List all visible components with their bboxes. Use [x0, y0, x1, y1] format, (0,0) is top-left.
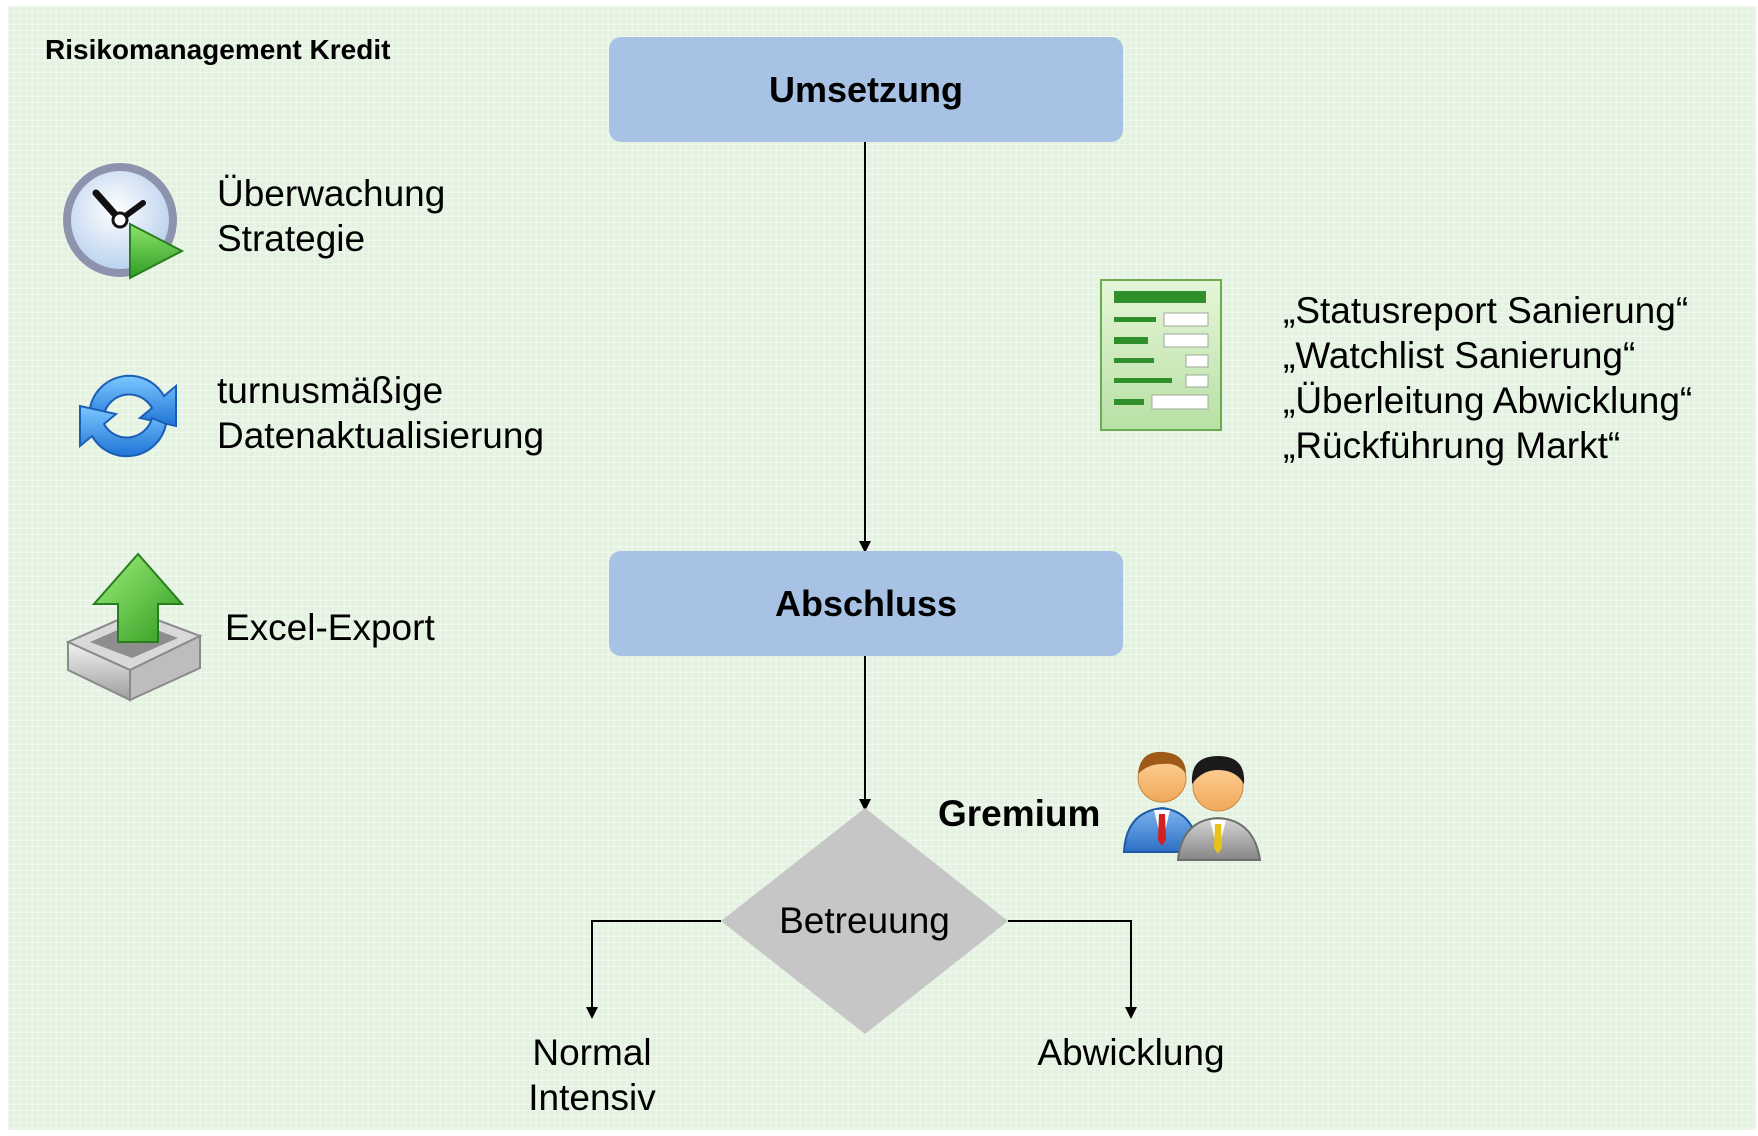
upload-tray-icon [66, 550, 202, 706]
decision-diamond [721, 808, 1008, 1034]
decision-label: Betreuung [779, 900, 950, 941]
people-icon [1122, 740, 1264, 862]
outcome-normal-intensiv: Normal Intensiv [492, 1030, 692, 1120]
report-item: „Watchlist Sanierung“ [1283, 335, 1636, 376]
step-umsetzung-label: Umsetzung [768, 68, 963, 110]
feature-excel-export: Excel-Export [225, 605, 435, 650]
outcome-normal: Normal [532, 1032, 652, 1073]
feature-datenaktualisierung: turnusmäßige Datenaktualisierung [217, 368, 544, 458]
committee-label: Gremium [938, 793, 1101, 834]
feature-ueberwachung-line2: Strategie [217, 218, 366, 259]
refresh-icon [68, 356, 188, 476]
outcome-intensiv: Intensiv [528, 1077, 656, 1118]
report-list: „Statusreport Sanierung“ „Watchlist Sani… [1283, 288, 1692, 468]
outcome-abwicklung: Abwicklung [1037, 1032, 1225, 1073]
page-title: Risikomanagement Kredit [45, 34, 391, 65]
clock-play-icon [60, 160, 186, 286]
report-form-icon [1100, 279, 1222, 431]
step-umsetzung[interactable]: Umsetzung [609, 37, 1123, 142]
connector-betreuung-right [1008, 920, 1137, 1019]
feature-ueberwachung-line1: Überwachung [217, 173, 446, 214]
step-abschluss[interactable]: Abschluss [609, 551, 1123, 656]
feature-excel-export-line1: Excel-Export [225, 607, 435, 648]
feature-datenaktualisierung-line2: Datenaktualisierung [217, 415, 545, 456]
feature-datenaktualisierung-line1: turnusmäßige [217, 370, 444, 411]
feature-ueberwachung: Überwachung Strategie [217, 171, 445, 261]
outcome-abwicklung-block: Abwicklung [1031, 1030, 1231, 1075]
connector-betreuung-left [586, 920, 721, 1019]
report-item: „Statusreport Sanierung“ [1283, 290, 1689, 331]
report-item: „Rückführung Markt“ [1283, 425, 1621, 466]
report-item: „Überleitung Abwicklung“ [1283, 380, 1693, 421]
step-abschluss-label: Abschluss [774, 582, 958, 624]
